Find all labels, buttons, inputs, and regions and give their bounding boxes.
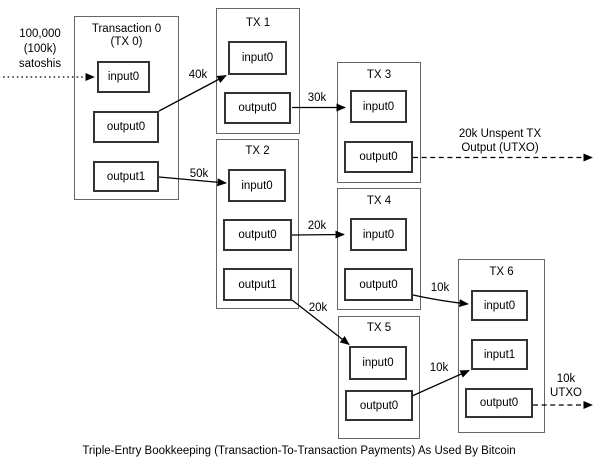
- source-amount-line: satoshis: [18, 58, 62, 70]
- tx3-output0-port: output0: [344, 141, 413, 173]
- edge-label-50k: 50k: [189, 168, 209, 180]
- tx1-output0-port: output0: [224, 92, 291, 124]
- tx5-output0-port: output0: [345, 390, 413, 421]
- tx0-title-line1: Transaction 0: [91, 23, 162, 35]
- tx0-box: Transaction 0 (TX 0) input0 output0 outp…: [74, 16, 179, 200]
- tx4-box: TX 4 input0 output0: [337, 188, 421, 310]
- tx0-output0-port: output0: [93, 111, 159, 143]
- tx0-title: Transaction 0 (TX 0): [75, 23, 178, 49]
- tx5-input0-port: input0: [349, 346, 407, 380]
- tx4-input0-port: input0: [350, 218, 407, 251]
- tx2-box: TX 2 input0 output0 output1: [216, 139, 299, 309]
- utxo-note-10k: 10k UTXO: [550, 372, 582, 400]
- tx0-output1-port: output1: [93, 161, 159, 192]
- tx3-title: TX 3: [366, 69, 392, 81]
- edge-label-10k-tx6-input0: 10k: [430, 282, 450, 294]
- utxo-note-20k-line1: 20k Unspent TX: [458, 128, 542, 140]
- tx2-input0-port: input0: [228, 169, 286, 202]
- edge-label-10k-tx6-input1: 10k: [429, 362, 449, 374]
- tx0-title-line2: (TX 0): [110, 36, 143, 48]
- tx6-title: TX 6: [489, 266, 514, 278]
- utxo-note-20k: 20k Unspent TX Output (UTXO): [459, 127, 541, 155]
- diagram-caption: Triple-Entry Bookkeeping (Transaction-To…: [82, 445, 516, 457]
- tx4-title: TX 4: [366, 195, 392, 207]
- source-amount-line: (100k): [23, 43, 57, 55]
- tx4-output0-port: output0: [344, 268, 413, 301]
- tx1-input0-port: input0: [228, 41, 287, 75]
- source-amount-line: 100,000: [19, 28, 61, 40]
- utxo-note-10k-line1: 10k: [556, 373, 576, 385]
- source-amount-note: 100,000 (100k) satoshis: [19, 27, 61, 72]
- edge-label-20k-tx4: 20k: [307, 220, 327, 232]
- tx2-output1-port: output1: [223, 268, 292, 301]
- tx1-title: TX 1: [245, 17, 271, 29]
- tx3-input0-port: input0: [350, 90, 407, 123]
- tx6-input1-port: input1: [471, 339, 528, 370]
- utxo-note-20k-line2: Output (UTXO): [461, 142, 539, 154]
- tx3-box: TX 3 input0 output0: [337, 62, 421, 183]
- tx0-input0-port: input0: [97, 61, 150, 93]
- tx6-output0-port: output0: [465, 388, 533, 418]
- utxo-note-10k-line2: UTXO: [550, 387, 582, 399]
- tx6-box: TX 6 input0 input1 output0: [458, 259, 545, 433]
- tx5-title: TX 5: [366, 322, 392, 334]
- tx1-box: TX 1 input0 output0: [216, 8, 300, 134]
- tx2-title: TX 2: [245, 145, 270, 157]
- edge-label-30k: 30k: [307, 92, 327, 104]
- tx2-output0-port: output0: [223, 219, 292, 251]
- tx5-box: TX 5 input0 output0: [338, 316, 420, 439]
- edge-label-40k: 40k: [188, 69, 208, 81]
- tx6-input0-port: input0: [471, 290, 528, 321]
- edge-label-20k-tx5: 20k: [308, 302, 328, 314]
